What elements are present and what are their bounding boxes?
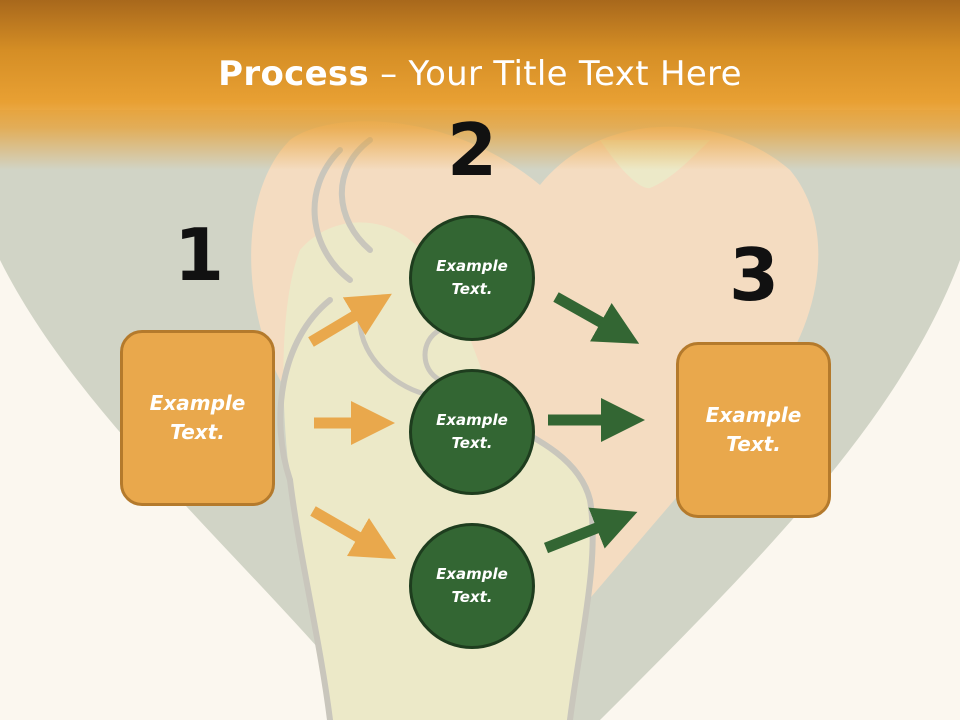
step-2-circle-top: Example Text. [409,215,535,341]
step-2-circle-middle-text: Example Text. [436,411,508,452]
step-2-circle-middle: Example Text. [409,369,535,495]
step-number-2: 2 [446,108,498,192]
step-number-1: 1 [173,213,225,297]
step-2-circle-top-text: Example Text. [436,257,508,298]
step-3-box-text: Example Text. [705,403,802,456]
step-1-box: Example Text. [120,330,275,506]
step-2-circle-bottom-text: Example Text. [436,565,508,606]
step-1-box-text: Example Text. [149,391,246,444]
page-title: Process – Your Title Text Here [0,50,960,98]
title-bold: Process [218,54,370,94]
step-3-box: Example Text. [676,342,831,518]
header-band [0,0,960,170]
step-2-circle-bottom: Example Text. [409,523,535,649]
step-number-3: 3 [728,233,780,317]
green-arrow-up [543,507,638,554]
orange-arrow-up [308,293,392,347]
title-rest: – Your Title Text Here [369,54,742,94]
orange-arrow-down [310,506,397,560]
green-arrow-down [553,292,640,344]
figure-outline [287,417,596,720]
